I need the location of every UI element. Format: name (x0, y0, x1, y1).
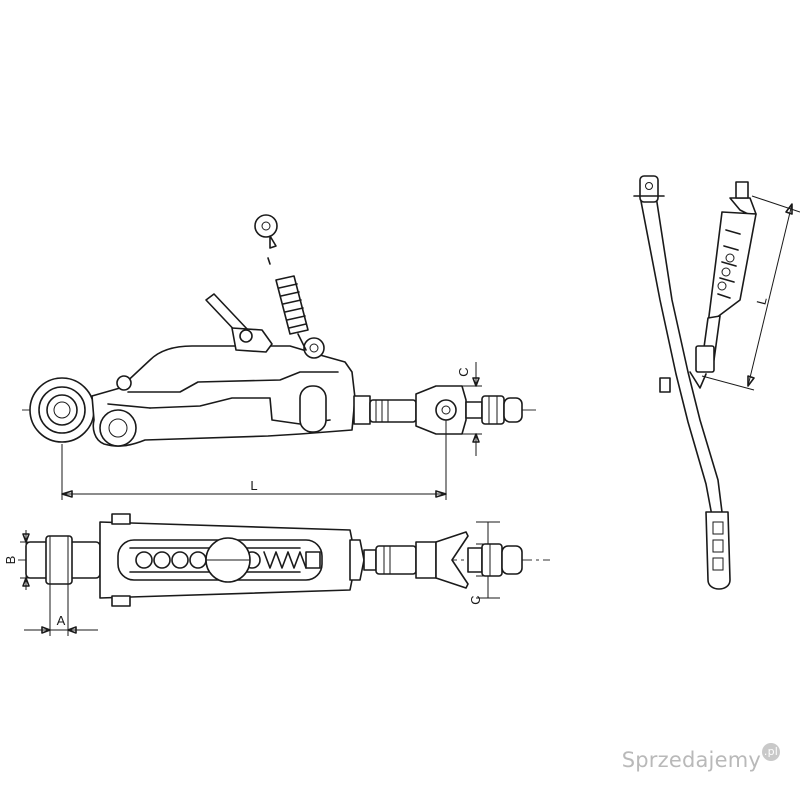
watermark-text: Sprzedajemy (621, 748, 761, 772)
lynch-pin (254, 214, 278, 265)
installed-view: L (633, 175, 800, 590)
latch-lever (205, 293, 273, 353)
spring (275, 275, 309, 351)
watermark-badge: .pl (762, 743, 780, 761)
dim-a: A (57, 613, 66, 628)
lever-arm (633, 175, 731, 590)
side-view: C L (22, 214, 540, 500)
dim-l-installed: L (753, 296, 769, 307)
dim-l-side: L (250, 478, 257, 493)
clevis-end (415, 385, 523, 435)
dim-c-bottom: C (468, 595, 483, 604)
top-adjuster (363, 531, 523, 589)
dim-b: B (3, 556, 18, 565)
dim-c-top: C (456, 367, 471, 376)
adjuster-rod (353, 395, 417, 425)
top-body (99, 513, 365, 607)
ball-eye-end (29, 377, 95, 443)
installed-top-link (689, 181, 757, 389)
top-view: B A C (3, 513, 550, 636)
watermark: Sprzedajemy.pl (622, 743, 780, 772)
hook-body (91, 337, 356, 447)
top-eye-end (25, 535, 101, 585)
